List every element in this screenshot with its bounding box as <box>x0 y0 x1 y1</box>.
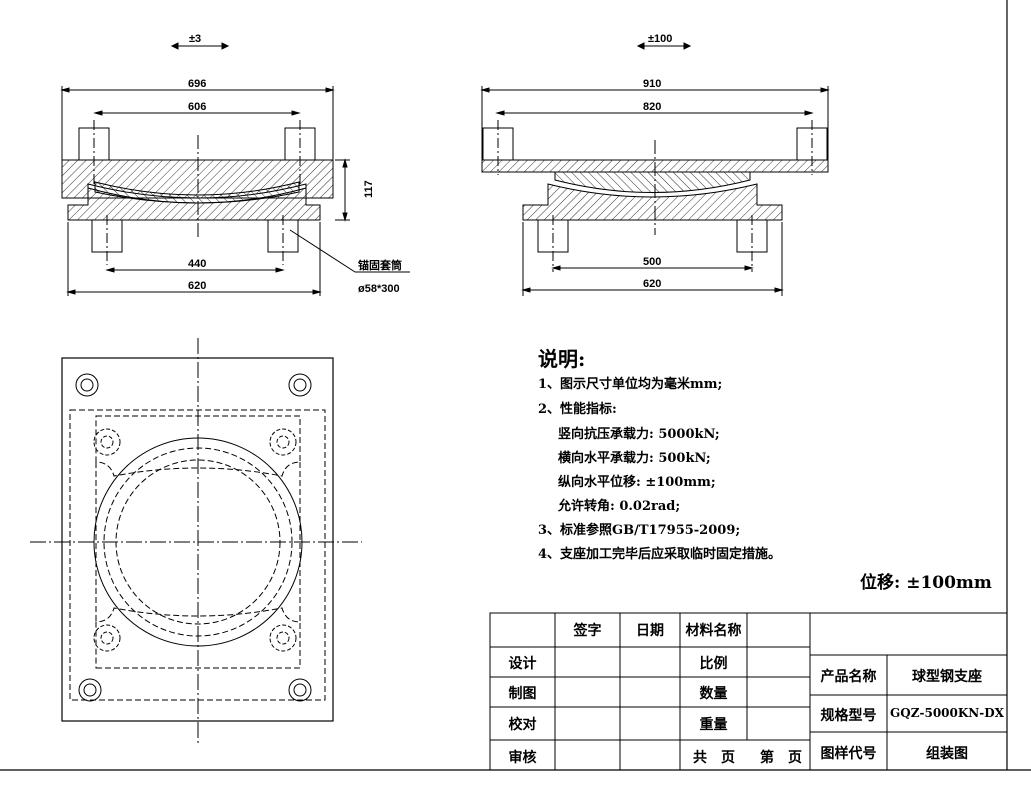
right-dim-500: 500 <box>643 256 661 268</box>
tb-model-label: 规格型号 <box>820 708 877 724</box>
right-tolerance: ±100 <box>648 33 672 45</box>
notes-title: 说明: <box>538 347 586 371</box>
note-line-6: 允许转角: 0.02rad; <box>558 499 681 514</box>
anchor-sleeve-tl <box>93 428 121 456</box>
corner-nut-br <box>288 678 312 702</box>
title-block-grid <box>489 612 1008 771</box>
tb-sheet-total: 共 <box>693 750 707 766</box>
anchor-sleeve-tr <box>269 428 297 456</box>
tb-row-drafting: 制图 <box>508 686 537 702</box>
tb-row-review: 审核 <box>508 750 537 766</box>
tb-sheet-unit-2: 页 <box>788 750 802 766</box>
right-dim-820: 820 <box>643 101 661 113</box>
note-line-2: 2、性能指标: <box>538 402 617 417</box>
tb-row-checking: 校对 <box>508 717 537 733</box>
tb-drawing-no-label: 图样代号 <box>820 746 877 762</box>
tb-field-weight: 重量 <box>699 717 728 733</box>
displacement-label: 位移: ±100mm <box>860 573 992 593</box>
right-dim-910: 910 <box>643 78 661 90</box>
note-line-5: 纵向水平位移: ±100mm; <box>558 475 716 490</box>
tb-header-signature: 签字 <box>573 623 602 639</box>
right-dim-620: 620 <box>643 278 661 290</box>
tb-product-name: 球型钢支座 <box>912 669 982 685</box>
left-section-view: ±3 696 606 117 <box>60 33 410 296</box>
tb-header-date: 日期 <box>636 623 664 639</box>
tb-row-design: 设计 <box>508 656 537 672</box>
note-line-3: 竖向抗压承载力: 5000kN; <box>558 427 720 442</box>
tb-header-material: 材料名称 <box>685 623 742 639</box>
tb-sheet-unit-1: 页 <box>721 750 735 766</box>
corner-nut-tl <box>75 373 99 397</box>
right-section-view: ±100 910 820 500 620 <box>480 33 830 296</box>
left-dim-620: 620 <box>188 280 206 292</box>
tb-model: GQZ-5000KN-DX <box>890 706 1004 720</box>
tb-product-name-label: 产品名称 <box>820 669 877 685</box>
anchor-sleeve-label: 锚固套筒 <box>358 258 402 272</box>
left-dim-606: 606 <box>188 101 206 113</box>
anchor-sleeve-br <box>269 624 297 652</box>
tb-sheet-number: 第 <box>760 750 774 766</box>
left-dim-117: 117 <box>363 180 375 198</box>
note-line-4: 横向水平承载力: 500kN; <box>558 451 711 466</box>
anchor-sleeve-size: ø58*300 <box>358 283 400 295</box>
left-dim-440: 440 <box>188 258 206 270</box>
anchor-sleeve-bl <box>93 624 121 652</box>
left-tolerance: ±3 <box>189 33 201 45</box>
note-line-8: 4、支座加工完毕后应采取临时固定措施。 <box>538 547 782 562</box>
tb-drawing-no: 组装图 <box>926 746 968 762</box>
corner-nut-tr <box>288 373 312 397</box>
plan-view <box>30 338 362 745</box>
tb-field-quantity: 数量 <box>699 686 728 702</box>
tb-field-scale: 比例 <box>699 656 728 672</box>
note-line-7: 3、标准参照GB/T17955-2009; <box>538 523 741 538</box>
left-dim-696: 696 <box>188 78 206 90</box>
corner-nut-bl <box>78 678 102 702</box>
note-line-1: 1、图示尺寸单位均为毫米mm; <box>538 377 723 392</box>
